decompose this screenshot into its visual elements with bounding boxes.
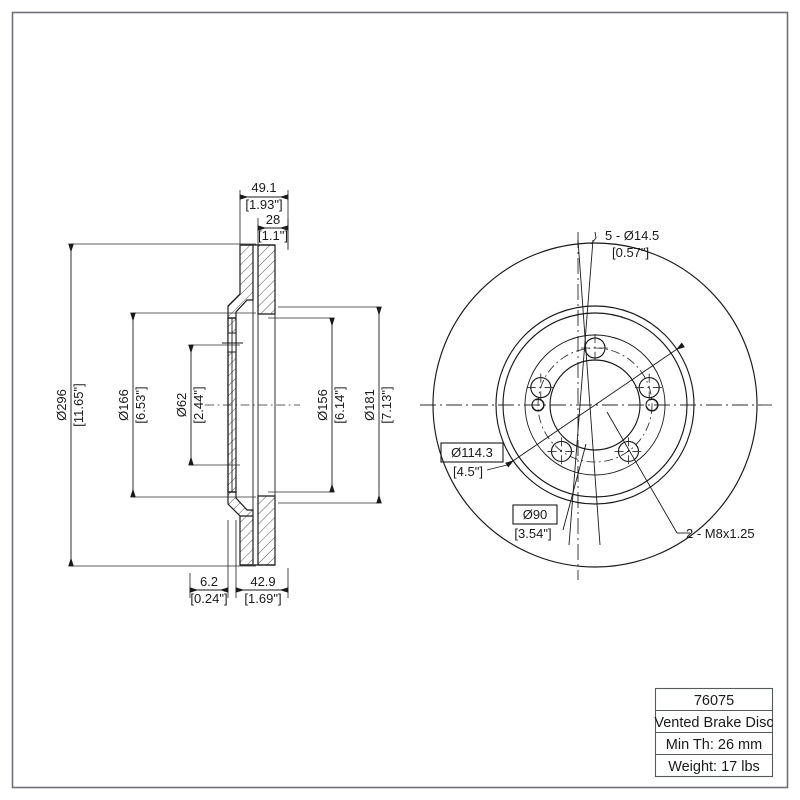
section-view [205, 244, 300, 566]
dim-dia-166-in: [6.53"] [133, 386, 148, 423]
leader-bolt-circle-dim [505, 342, 685, 468]
leader-m8-thread [606, 411, 678, 534]
dim-bolt-circle-mm: Ø114.3 [451, 445, 493, 460]
top-width-dimensions: 49.1 [1.93"] 28 [1.1"] [239, 180, 289, 250]
rotor-inner-friction-ring-top [227, 244, 254, 319]
dim-offset-mm: 6.2 [200, 574, 218, 589]
title-block-part-number: 76075 [694, 693, 734, 709]
dim-width-inner-mm: 28 [266, 212, 280, 227]
title-block-weight: Weight: 17 lbs [668, 759, 760, 775]
front-view [420, 231, 772, 580]
title-block-min-thickness: Min Th: 26 mm [666, 737, 762, 753]
dim-dia-156-mm: Ø156 [315, 389, 330, 421]
dim-bolt-circle-in: [4.5"] [453, 464, 483, 479]
hat-inner-circle [502, 312, 688, 498]
dim-offset-in: [0.24"] [190, 591, 227, 606]
dim-dia-62-mm: Ø62 [174, 393, 189, 418]
dim-hat-depth-mm: 42.9 [250, 574, 275, 589]
front-view-callouts: 5 - Ø14.5 [0.57"] Ø114.3 [4.5"] Ø90 [3.5… [440, 228, 755, 541]
dim-hub-bore-mm: Ø90 [523, 507, 548, 522]
callout-m8-thread: 2 - M8x1.25 [686, 526, 755, 541]
leader-bolt-circle-tail [486, 464, 508, 471]
hub-bore-dim-box [512, 504, 558, 525]
dim-dia-181-mm: Ø181 [362, 389, 377, 421]
diameter-dimensions: Ø296 [11.65"] Ø166 [6.53"] Ø62 [2.44"] Ø… [54, 243, 394, 567]
dim-width-inner-in: [1.1"] [258, 228, 288, 243]
rotor-outer-circle [432, 242, 758, 568]
callout-lug-line1: 5 - Ø14.5 [605, 228, 659, 243]
dim-dia-166-mm: Ø166 [116, 389, 131, 421]
bolt-circle-dim-box [440, 442, 504, 463]
dim-dia-156-in: [6.14"] [332, 386, 347, 423]
leader-lug-shoulder [594, 231, 597, 239]
dim-dia-181-in: [7.13"] [379, 386, 394, 423]
dim-width-overall-mm: 49.1 [251, 180, 276, 195]
dim-hat-depth-in: [1.69"] [244, 591, 281, 606]
rotor-inner-friction-ring-bottom [227, 491, 254, 566]
rotor-outer-friction-ring-top [257, 244, 276, 315]
dim-dia-296-in: [11.65"] [71, 383, 86, 426]
leader-hub-bore [562, 443, 587, 531]
callout-lug-line2: [0.57"] [612, 245, 649, 260]
dim-dia-62-in: [2.44"] [191, 386, 206, 423]
title-block-description: Vented Brake Disc [654, 715, 773, 731]
rotor-outer-friction-ring-bottom [257, 495, 276, 566]
bottom-width-dimensions: 6.2 [0.24"] 42.9 [1.69"] [189, 520, 289, 606]
leader-lug-elbow [590, 237, 597, 245]
dim-dia-296-mm: Ø296 [54, 389, 69, 421]
dim-width-overall-in: [1.93"] [245, 197, 282, 212]
hat-outer-circle [495, 305, 695, 505]
sheet-border [11, 11, 789, 789]
dim-hub-bore-in: [3.54"] [514, 526, 551, 541]
title-block: 76075 Vented Brake Disc Min Th: 26 mm We… [654, 687, 774, 778]
